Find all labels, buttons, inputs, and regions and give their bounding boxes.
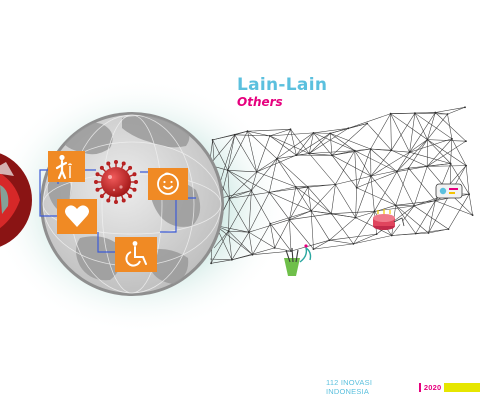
elderly-person-icon [55, 154, 73, 180]
tools-icon [284, 244, 312, 276]
page-subtitle: Others [237, 95, 283, 109]
smiling-face-icon [157, 172, 179, 195]
wheelchair-icon [125, 241, 147, 267]
cake-icon [373, 209, 405, 230]
page-title: Lain-Lain [237, 75, 328, 95]
device-icon [435, 183, 463, 199]
network-nodes [208, 106, 474, 265]
virus-icon [93, 159, 138, 204]
left-edge-image [0, 153, 32, 247]
section-heading: Lain-Lain Others [237, 76, 327, 110]
elderly-person-tile [48, 151, 85, 182]
footer-separator [419, 382, 421, 392]
heart-icon [65, 205, 89, 227]
smiling-face-tile [148, 168, 188, 200]
footer: 112 INOVASI INDONESIA 2020 [326, 378, 480, 396]
footer-year: 2020 [423, 382, 442, 392]
globe [39, 112, 224, 296]
footer-accent-bar [444, 382, 480, 392]
footer-book-title: 112 INOVASI INDONESIA [326, 378, 373, 396]
heart-tile [57, 199, 97, 234]
wheelchair-tile [115, 237, 157, 272]
